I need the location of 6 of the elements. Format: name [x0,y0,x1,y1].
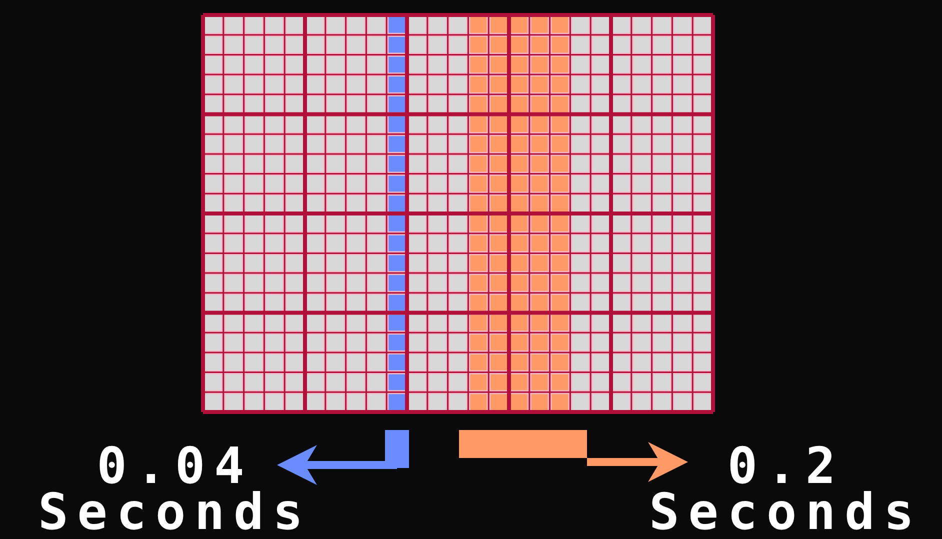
arrow [587,442,688,482]
duration-label: 0.04 Seconds [37,443,313,535]
interval-bar [385,430,409,468]
arrow [277,445,397,485]
duration-label: 0.2 Seconds [648,443,924,535]
interval-bar [459,430,587,458]
